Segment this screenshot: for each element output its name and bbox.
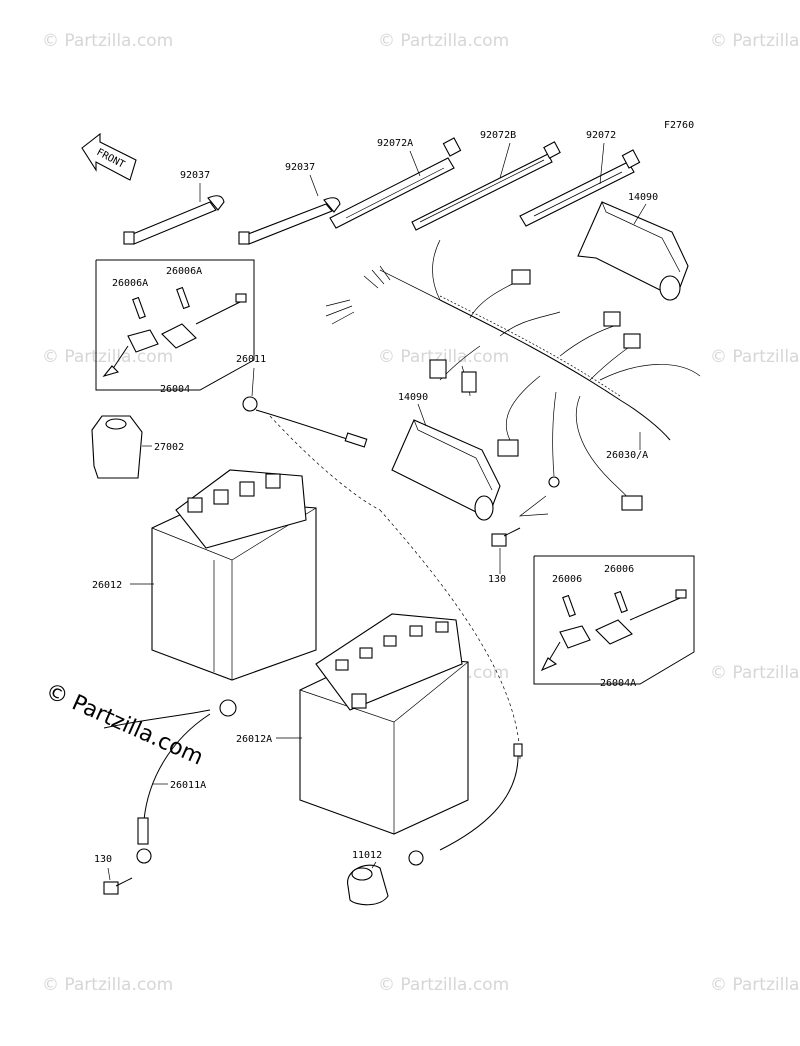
label-26006-right: 26006 <box>604 564 634 575</box>
fuse-kit-box-26004 <box>95 259 255 391</box>
figure-code: F2760 <box>664 120 694 131</box>
cable-tie-92072A <box>329 137 462 229</box>
watermark: © Partzilla.com <box>378 975 509 995</box>
label-26006A-left: 26006A <box>112 278 148 289</box>
label-26004: 26004 <box>160 384 190 395</box>
cable-tie-92072 <box>519 149 641 227</box>
strap-92037-right <box>238 197 341 245</box>
bolt-130-lower <box>103 877 133 895</box>
label-26012A: 26012A <box>236 734 272 745</box>
battery-26012A <box>299 613 469 835</box>
label-130-lower: 130 <box>94 854 112 865</box>
label-11012: 11012 <box>352 850 382 861</box>
label-130-upper: 130 <box>488 574 506 585</box>
label-92037-right: 92037 <box>285 162 315 173</box>
label-92072: 92072 <box>586 130 616 141</box>
battery-26012 <box>151 469 317 681</box>
cover-14090-top <box>577 201 689 301</box>
label-27002: 27002 <box>154 442 184 453</box>
label-26011A: 26011A <box>170 780 206 791</box>
cable-tie-92072B <box>411 141 561 231</box>
watermark: © Partzilla.com <box>42 347 173 367</box>
terminal-cap-11012 <box>347 743 523 906</box>
relay-27002 <box>91 415 143 479</box>
label-92072A: 92072A <box>377 138 413 149</box>
fuse-kit-box-26004A <box>533 555 695 685</box>
wire-harness-26030A <box>325 239 701 511</box>
label-26006-left: 26006 <box>552 574 582 585</box>
battery-cable-26011A <box>103 699 237 864</box>
label-26030A: 26030/A <box>606 450 648 461</box>
label-26011: 26011 <box>236 354 266 365</box>
label-92072B: 92072B <box>480 130 516 141</box>
watermark: © Partzilla.com <box>42 31 173 51</box>
watermark: © Partzilla.com <box>378 347 509 367</box>
watermark-main: © Partzilla.com <box>42 679 207 771</box>
cover-14090-middle <box>391 419 501 521</box>
label-92037-left: 92037 <box>180 170 210 181</box>
watermark: © Partzilla.com <box>710 31 800 51</box>
watermark: © Partzilla.com <box>42 975 173 995</box>
label-26012: 26012 <box>92 580 122 591</box>
watermark: © Partzilla.com <box>378 31 509 51</box>
label-26006A-right: 26006A <box>166 266 202 277</box>
strap-92037-left <box>123 195 225 245</box>
label-14090-top: 14090 <box>628 192 658 203</box>
label-14090-middle: 14090 <box>398 392 428 403</box>
front-arrow-icon: FRONT <box>81 132 137 181</box>
bolt-130-upper <box>491 495 549 547</box>
watermark: © Partzilla.com <box>710 663 800 683</box>
label-26004A: 26004A <box>600 678 636 689</box>
battery-cable-26011 <box>242 396 381 511</box>
watermark: © Partzilla.com <box>710 347 800 367</box>
watermark: © Partzilla.com <box>710 975 800 995</box>
